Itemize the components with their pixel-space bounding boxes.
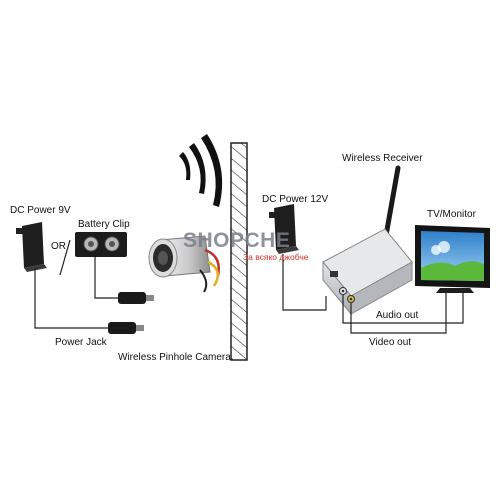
wall bbox=[230, 142, 248, 361]
label-video-out: Video out bbox=[369, 337, 412, 348]
dc-power-12v-adapter bbox=[269, 204, 299, 254]
or-divider bbox=[59, 239, 71, 276]
label-dc-power-9v: DC Power 9V bbox=[10, 205, 71, 216]
label-or: OR bbox=[51, 241, 66, 252]
receiver-power-wire bbox=[282, 254, 327, 311]
label-dc-power-12v: DC Power 12V bbox=[262, 194, 329, 205]
label-power-jack: Power Jack bbox=[55, 337, 107, 348]
pinhole-camera bbox=[148, 235, 220, 293]
label-battery-clip: Battery Clip bbox=[78, 219, 130, 230]
wireless-signal-icon bbox=[179, 134, 223, 207]
label-wireless-receiver: Wireless Receiver bbox=[342, 153, 423, 164]
watermark-tagline: За всяко джобче bbox=[243, 252, 309, 262]
label-audio-out: Audio out bbox=[376, 310, 419, 321]
wireless-receiver bbox=[322, 165, 413, 316]
label-wireless-pinhole-camera: Wireless Pinhole Camera bbox=[118, 352, 231, 363]
tv-monitor bbox=[415, 225, 490, 293]
power-jack-plugs bbox=[108, 292, 154, 334]
battery-clip bbox=[75, 232, 127, 257]
av-output-wiring bbox=[342, 290, 464, 334]
dc-power-9v-adapter bbox=[16, 222, 47, 272]
label-tv-monitor: TV/Monitor bbox=[427, 209, 476, 220]
watermark-brand: SHOPCHE bbox=[183, 229, 291, 252]
power-wiring bbox=[34, 257, 118, 329]
